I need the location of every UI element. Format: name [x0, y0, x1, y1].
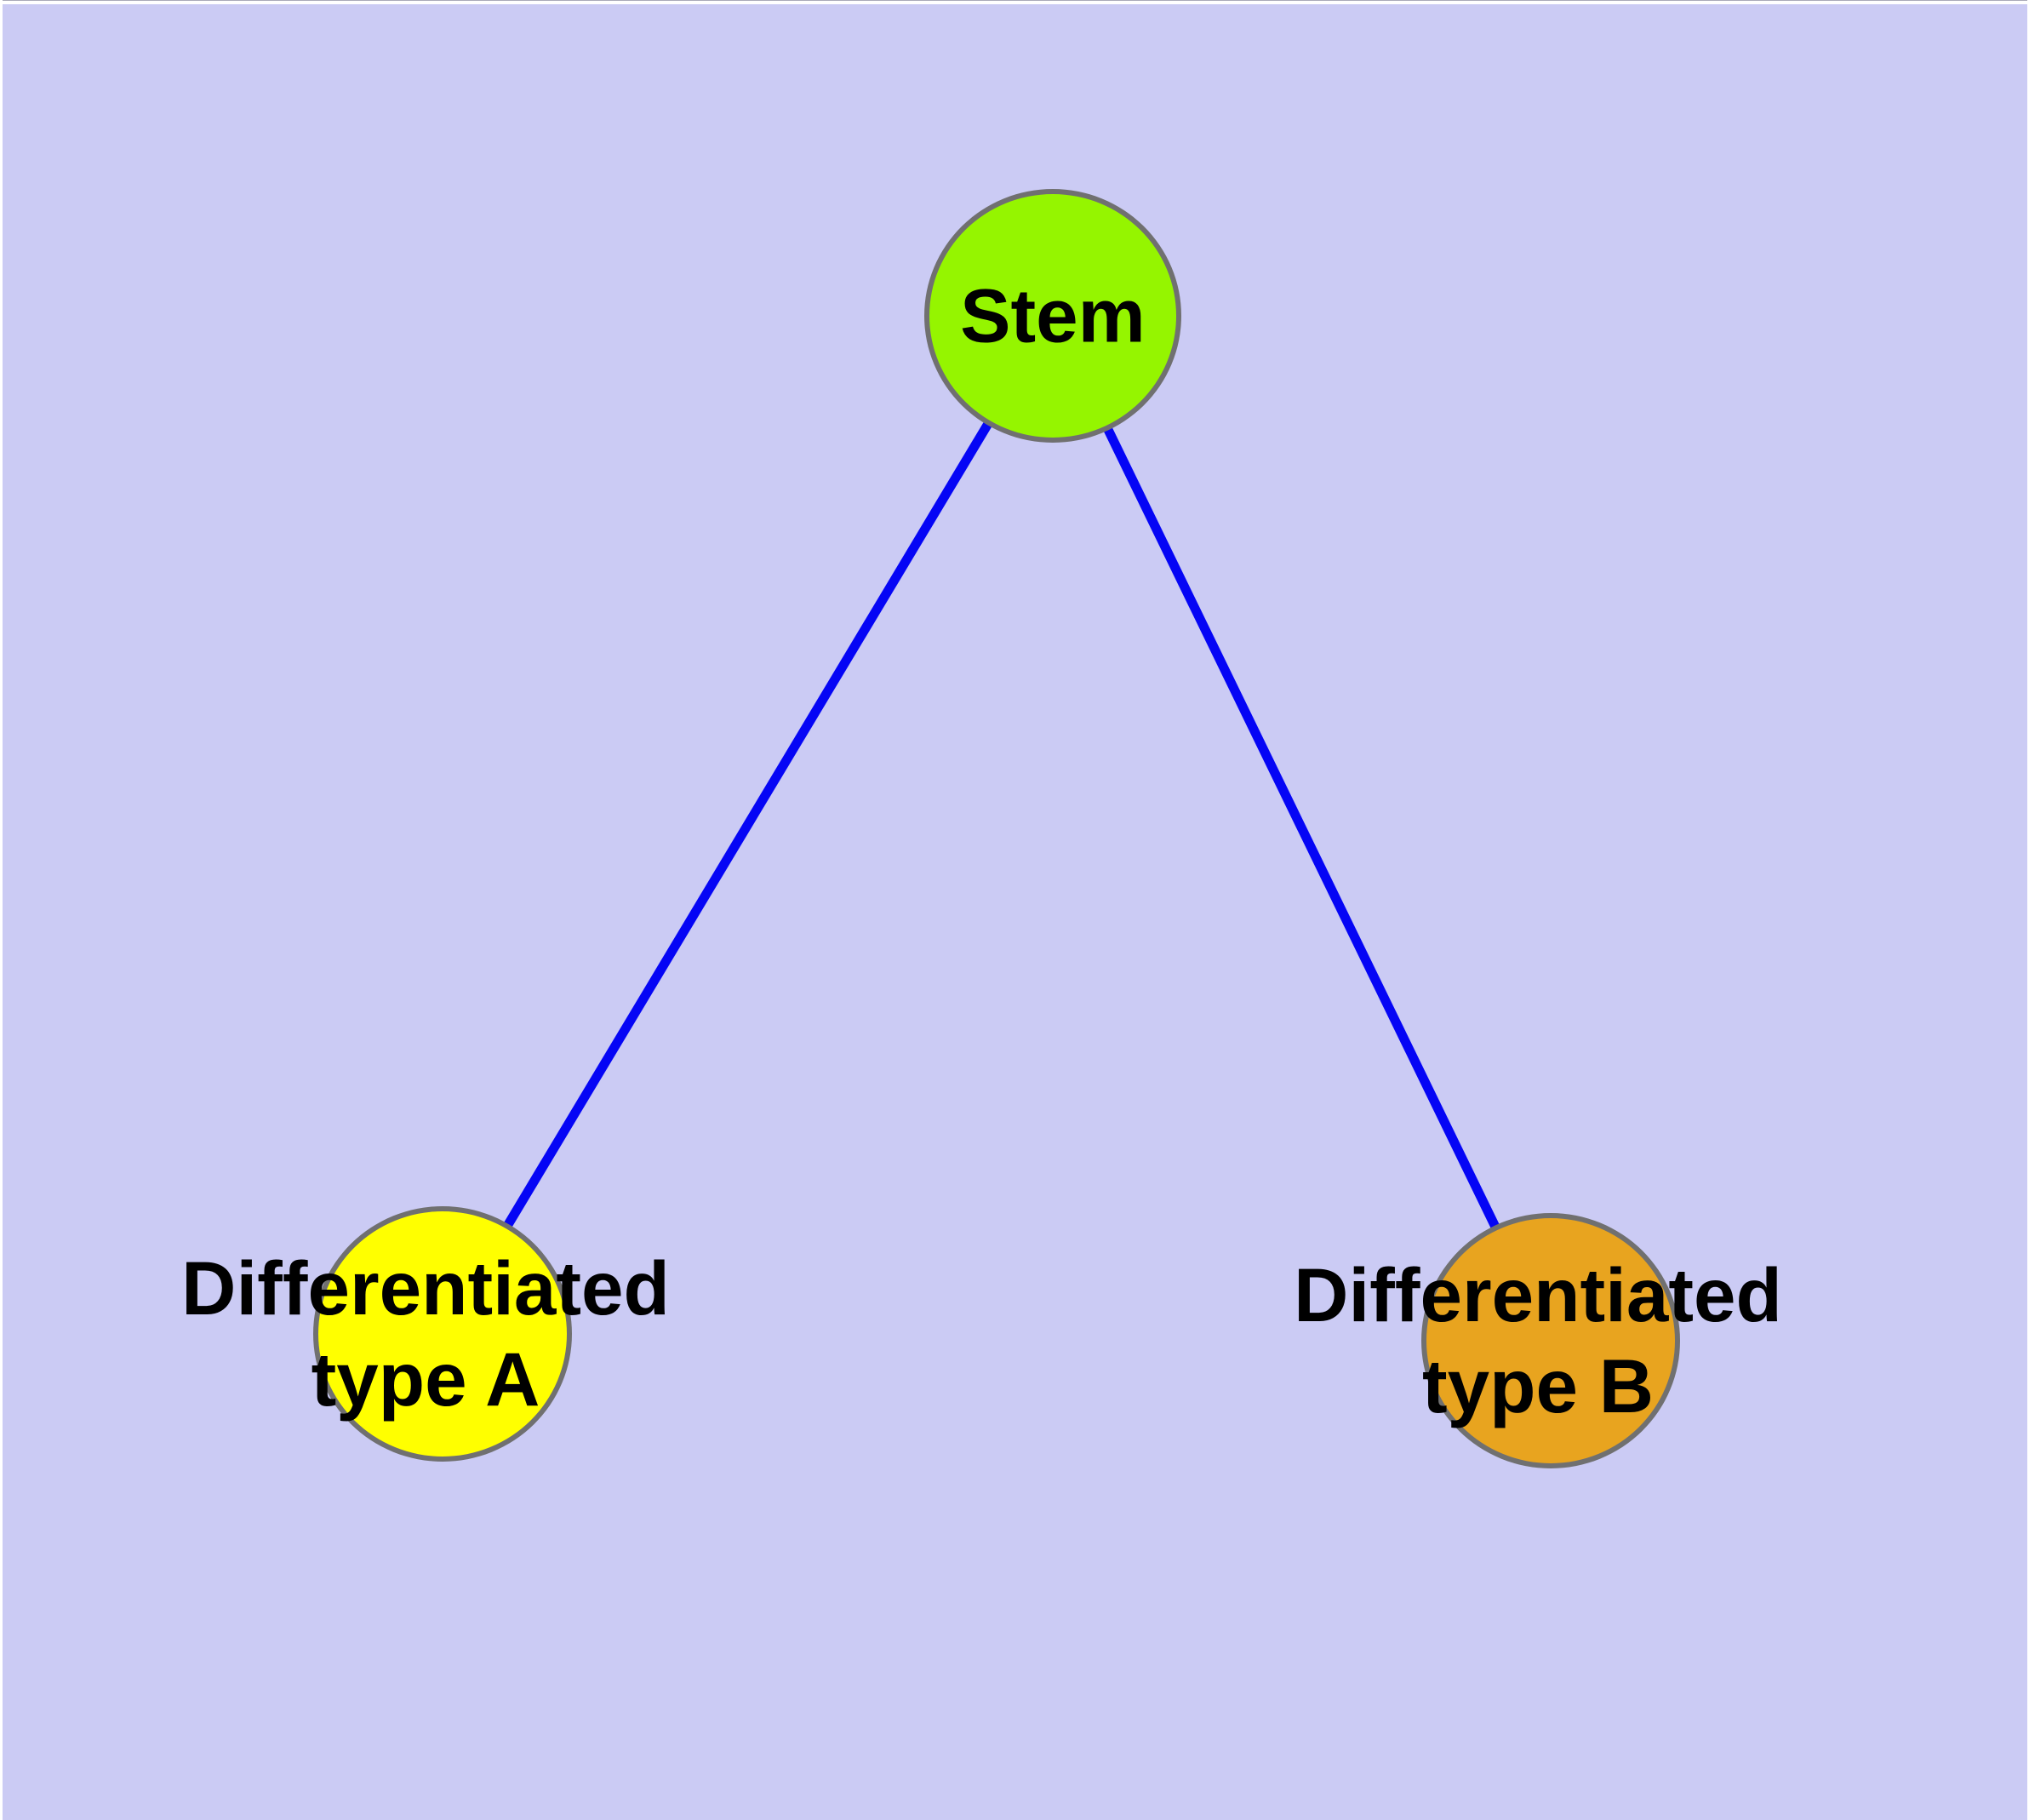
node-type-a-label-line-2: type A	[311, 1336, 540, 1422]
node-type-b-label-line-2: type B	[1421, 1343, 1654, 1428]
node-stem-label: Stem	[960, 271, 1146, 362]
window-edge-right	[2027, 0, 2029, 1820]
node-stem-label-line: Stem	[960, 272, 1146, 358]
node-differentiated-type-a	[313, 1206, 572, 1462]
node-stem	[924, 189, 1181, 443]
node-differentiated-type-b-label: Differentiated type B	[1294, 1250, 1782, 1432]
window-edge-top	[0, 0, 2029, 4]
edge-stem-to-type-a	[438, 313, 1057, 1336]
edge-stem-to-type-b	[1049, 313, 1555, 1343]
node-type-a-label-line-1: Differentiated	[181, 1245, 670, 1331]
node-differentiated-type-a-label: Differentiated type A	[181, 1243, 670, 1425]
window-edge-left	[0, 0, 3, 1820]
node-differentiated-type-b	[1421, 1213, 1680, 1468]
node-type-b-label-line-1: Differentiated	[1294, 1252, 1782, 1338]
